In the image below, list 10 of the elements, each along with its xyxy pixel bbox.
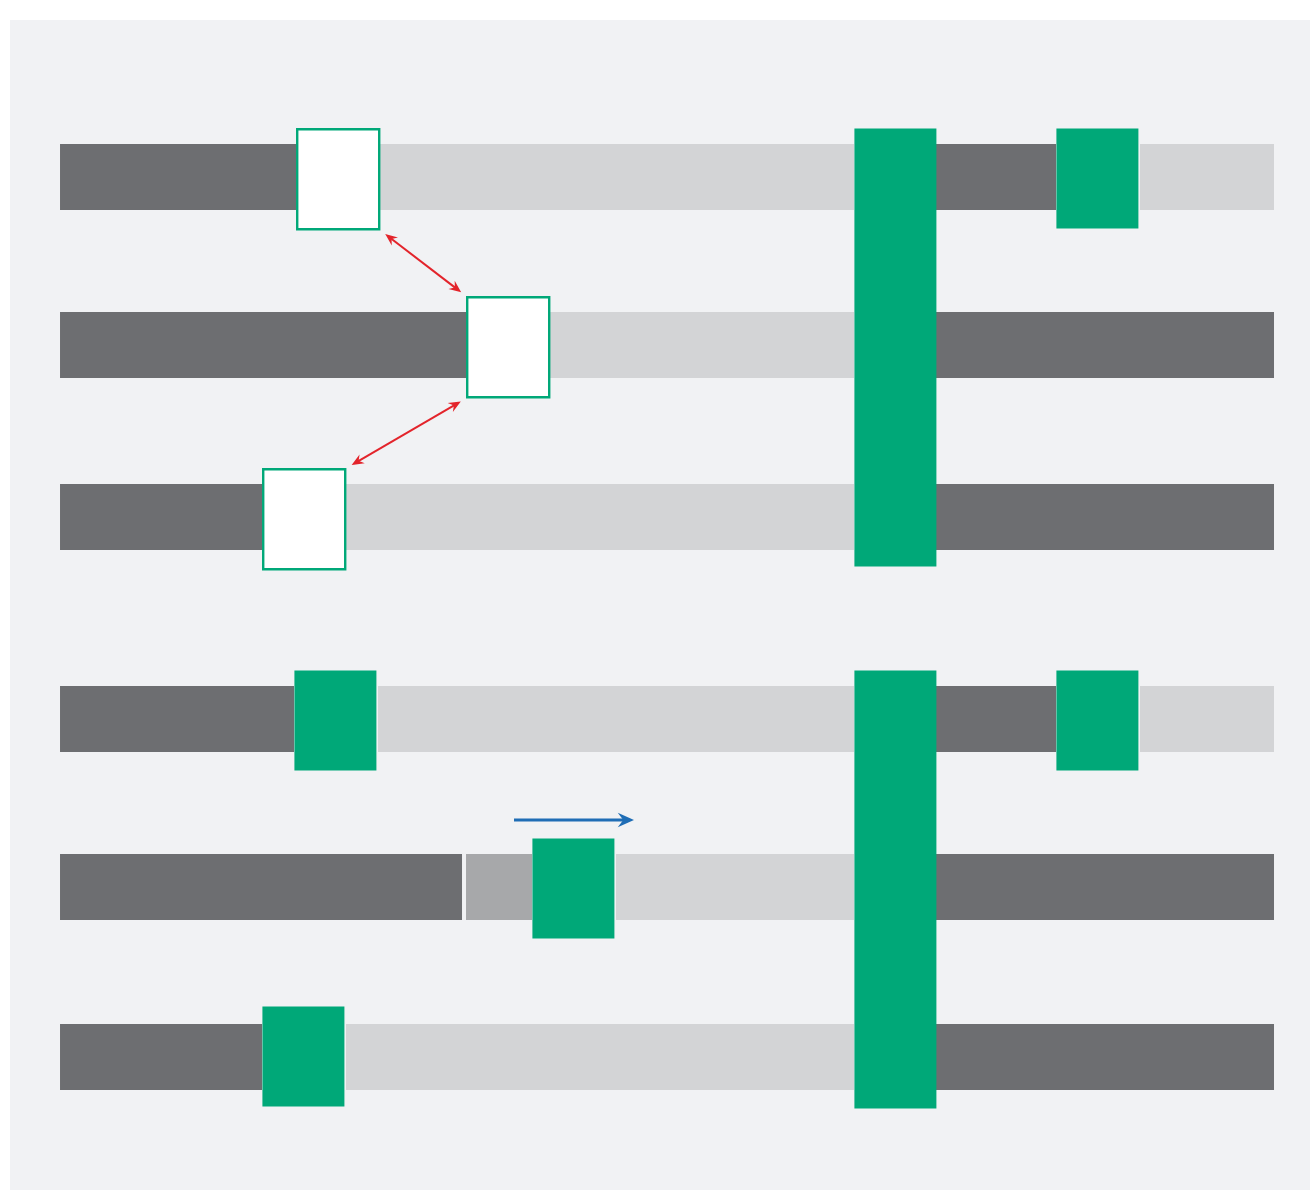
block bbox=[1056, 128, 1139, 229]
block bbox=[466, 296, 551, 399]
block bbox=[1056, 670, 1139, 771]
block bbox=[296, 128, 381, 231]
block bbox=[262, 1006, 345, 1107]
bar-block bbox=[854, 670, 937, 1109]
bar-block bbox=[854, 128, 937, 567]
block bbox=[294, 670, 377, 771]
block bbox=[532, 838, 615, 939]
block bbox=[262, 468, 347, 571]
